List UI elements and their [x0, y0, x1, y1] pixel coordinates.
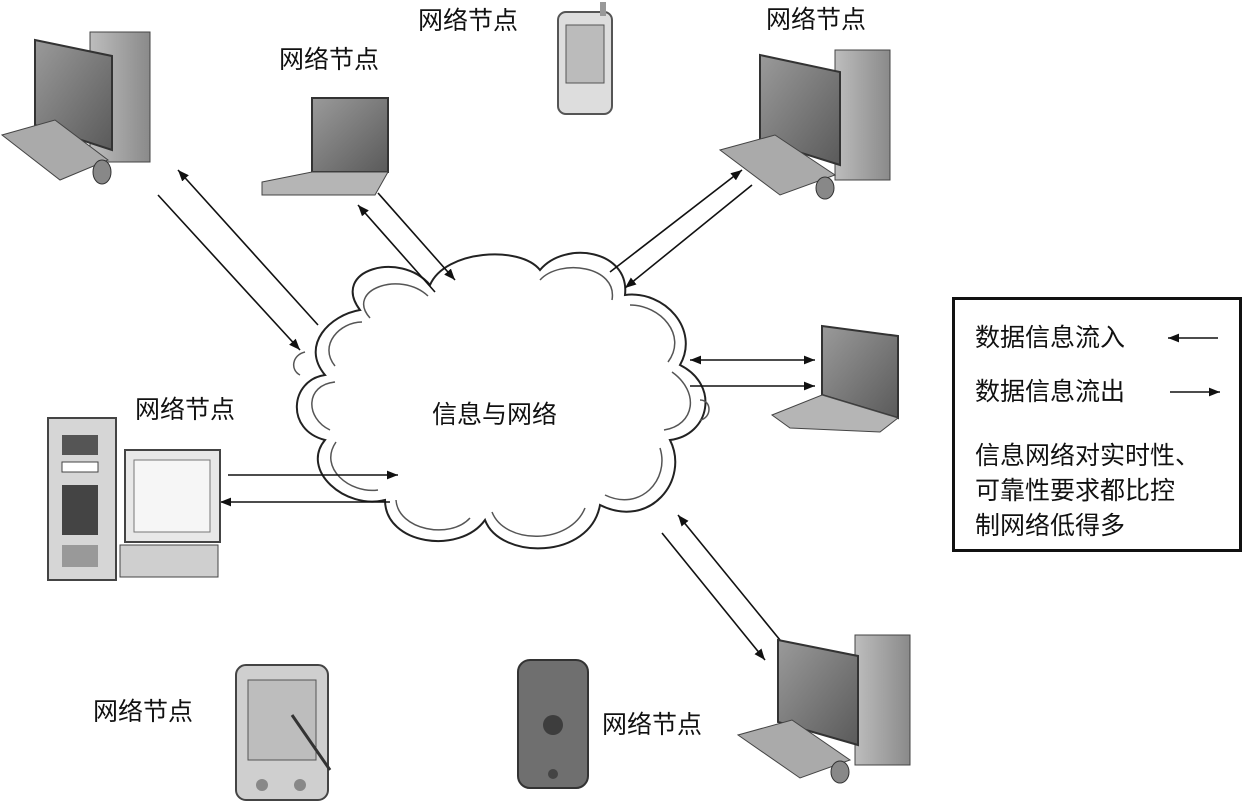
arrow-out-top-left: [157, 194, 301, 351]
desktop-computer-icon: [736, 634, 911, 784]
arrow-in-top-right: [609, 169, 743, 273]
node-label-bottom-phone: 网络节点: [602, 710, 703, 739]
legend-arrows: [1168, 333, 1220, 397]
desktop-computer-icon: [0, 31, 151, 185]
arrow-out-bottom-right: [661, 532, 766, 661]
node-label-bottom-left-pda: 网络节点: [93, 697, 194, 726]
legend-note-line: 信息网络对实时性、: [975, 441, 1201, 470]
data-flow-arrows: [157, 169, 815, 661]
cloud-label: 信息与网络: [432, 400, 558, 429]
mobile-phone-icon: [557, 2, 613, 115]
node-label-top-laptop: 网络节点: [279, 45, 380, 74]
arrow-in-top-left: [177, 169, 319, 326]
legend-inflow-label: 数据信息流入: [975, 323, 1126, 352]
legend-box: 数据信息流入 数据信息流出 信息网络对实时性、 可靠性要求都比控 制网络低得多: [952, 297, 1242, 552]
node-label-top-phone: 网络节点: [418, 6, 519, 35]
arrow-in-top-laptop: [357, 204, 436, 293]
desktop-computer-icon: [718, 49, 891, 200]
legend-outflow-label: 数据信息流出: [975, 377, 1126, 406]
workstation-icon: [47, 417, 221, 581]
arrow-out-top-laptop: [377, 192, 456, 281]
node-label-top-right-desktop: 网络节点: [766, 5, 867, 34]
smartphone-icon: [517, 659, 589, 789]
node-label-left-workstation: 网络节点: [135, 395, 236, 424]
legend-note: 信息网络对实时性、 可靠性要求都比控 制网络低得多: [975, 438, 1235, 543]
arrow-out-top-right: [624, 184, 753, 289]
laptop-icon: [261, 97, 389, 196]
cloud-icon: [293, 251, 710, 550]
legend-note-line: 可靠性要求都比控: [975, 476, 1176, 505]
legend-note-line: 制网络低得多: [975, 511, 1126, 540]
arrow-in-bottom-right: [677, 514, 781, 641]
laptop-icon: [770, 324, 900, 433]
pda-icon: [235, 664, 332, 801]
